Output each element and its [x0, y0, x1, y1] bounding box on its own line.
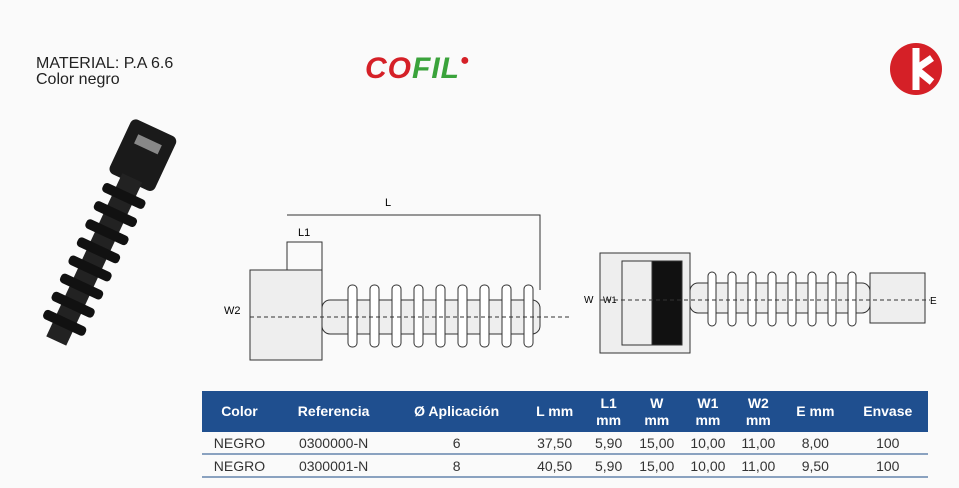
brand-icon — [890, 43, 942, 95]
cell: NEGRO — [202, 454, 277, 478]
cell: 15,00 — [631, 432, 683, 455]
dim-W1: W1 — [603, 295, 617, 305]
cell: 0300000-N — [276, 432, 391, 455]
cell: 100 — [847, 454, 928, 478]
color-label: Color negro — [36, 71, 120, 88]
dim-L1: L1 — [298, 227, 310, 239]
material-info: MATERIAL: P.A 6.6 Color negro — [36, 56, 173, 88]
side-view-drawing: L L1 W2 — [224, 197, 570, 361]
cell: 8,00 — [783, 432, 848, 455]
cell: 5,90 — [586, 432, 632, 455]
cell: 11,00 — [733, 432, 784, 455]
col-l: L mm — [523, 391, 587, 432]
col-referencia: Referencia — [276, 391, 391, 432]
cell: 9,50 — [783, 454, 848, 478]
col-aplicacion: Ø Aplicación — [390, 391, 524, 432]
cell: 8 — [390, 454, 524, 478]
cell: 10,00 — [682, 454, 734, 478]
cell: 37,50 — [523, 432, 587, 455]
cell: 15,00 — [631, 454, 683, 478]
col-color: Color — [202, 391, 277, 432]
dim-L: L — [385, 197, 391, 209]
cell: 5,90 — [586, 454, 632, 478]
cell: NEGRO — [202, 432, 277, 455]
cofil-logo: COFIL● — [365, 52, 471, 85]
cell: 6 — [390, 432, 524, 455]
cell: 0300001-N — [276, 454, 391, 478]
cell: 40,50 — [523, 454, 587, 478]
dim-W: W — [584, 295, 594, 306]
cell: 10,00 — [682, 432, 734, 455]
front-view-drawing: W W1 E — [584, 252, 937, 354]
product-photo — [43, 119, 177, 346]
dim-E: E — [930, 296, 937, 307]
dim-W2: W2 — [224, 305, 241, 317]
material-label: MATERIAL: P.A 6.6 — [36, 55, 174, 72]
cell: 11,00 — [733, 454, 784, 478]
col-envase: Envase — [847, 391, 928, 432]
cell: 100 — [847, 432, 928, 455]
col-e: E mm — [783, 391, 848, 432]
